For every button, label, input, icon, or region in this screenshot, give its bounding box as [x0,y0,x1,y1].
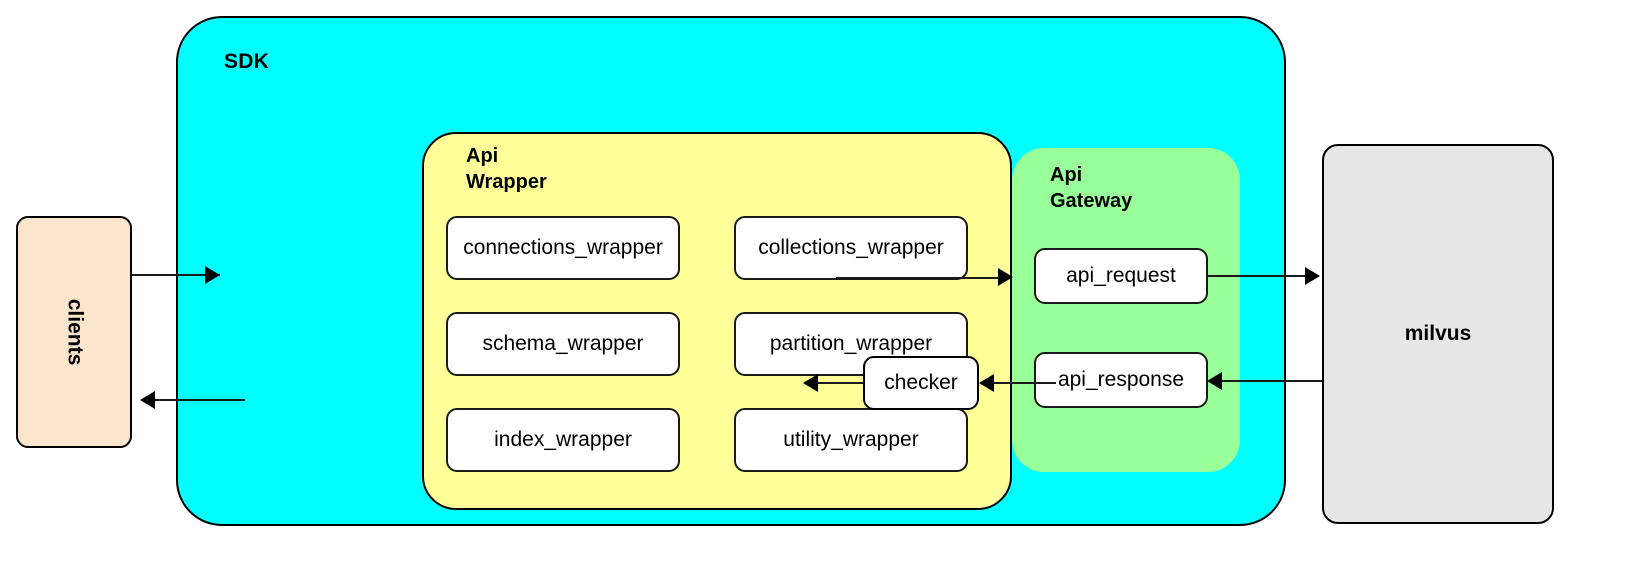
arrowhead-sdk-to-clients [140,391,155,409]
connector-response-to-checker [994,382,1056,384]
arrowhead-wrapper-to-gateway [998,268,1013,286]
api-wrapper-label: Api Wrapper [466,144,616,195]
connections-wrapper-node[interactable]: connections_wrapper [446,216,680,280]
api-request-node[interactable]: api_request [1034,248,1208,304]
connector-checker-to-wrapper [818,382,864,384]
arrowhead-clients-to-sdk [205,266,220,284]
arrowhead-request-to-milvus [1305,267,1320,285]
api-wrapper-label-line1: Api [466,145,499,167]
api-gateway-label-line2: Gateway [1050,190,1133,212]
api-gateway-label: Api Gateway [1050,162,1180,214]
api-gateway-container[interactable]: Api Gateway api_request api_response [1012,148,1240,472]
sdk-label: SDK [224,50,269,73]
api-gateway-label-line1: Api [1050,164,1083,186]
partition-wrapper-node[interactable]: partition_wrapper [734,312,968,376]
arrowhead-checker-to-wrapper [803,374,818,392]
api-wrapper-label-line2: Wrapper [466,170,547,193]
arrowhead-milvus-to-response [1207,372,1222,390]
arrowhead-response-to-checker [979,374,994,392]
connector-sdk-to-clients [155,399,245,401]
index-wrapper-node[interactable]: index_wrapper [446,408,680,472]
collections-wrapper-node[interactable]: collections_wrapper [734,216,968,280]
connector-wrapper-to-gateway [836,277,1004,279]
connector-clients-to-sdk [132,274,220,276]
connector-request-to-milvus [1206,275,1308,277]
connector-milvus-to-response [1222,380,1322,382]
clients-label: clients [63,298,86,366]
milvus-node[interactable]: milvus [1322,144,1554,524]
sdk-container[interactable]: SDK Api Wrapper connections_wrapper coll… [176,16,1286,526]
utility-wrapper-node[interactable]: utility_wrapper [734,408,968,472]
clients-node[interactable]: clients [16,216,132,448]
api-wrapper-container[interactable]: Api Wrapper connections_wrapper collecti… [422,132,1012,510]
checker-node[interactable]: checker [863,356,979,410]
schema-wrapper-node[interactable]: schema_wrapper [446,312,680,376]
api-response-node[interactable]: api_response [1034,352,1208,408]
